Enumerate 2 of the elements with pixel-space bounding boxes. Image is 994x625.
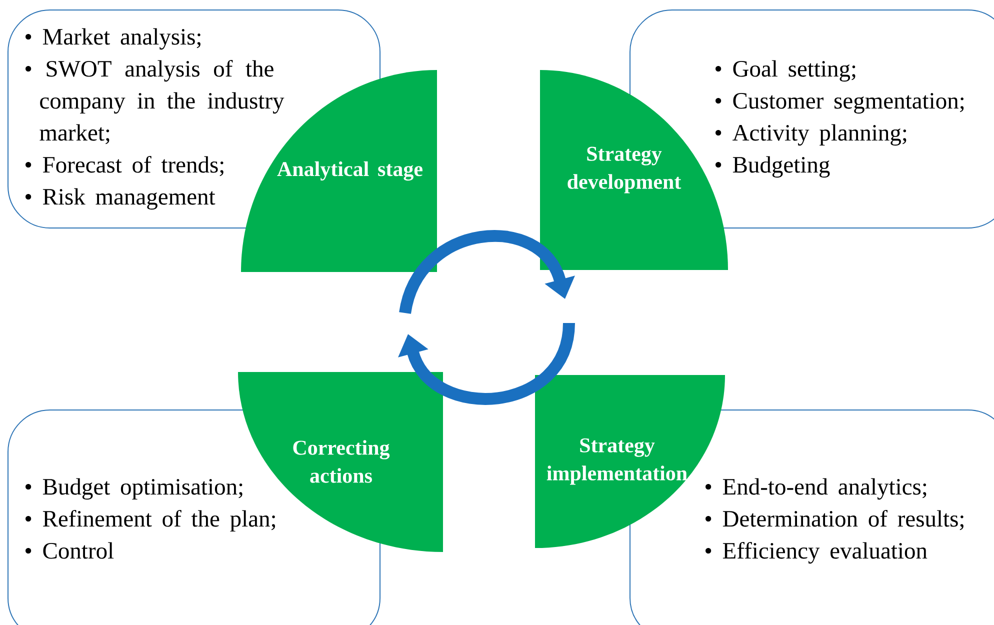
curved-arrow [399, 230, 575, 314]
curved-arrow [398, 322, 575, 405]
